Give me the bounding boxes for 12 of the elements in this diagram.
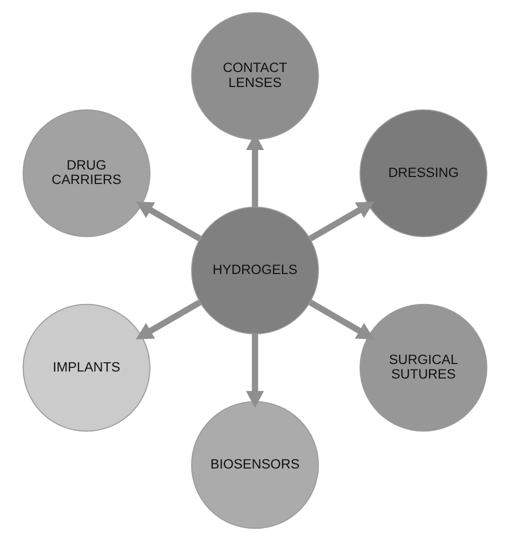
node-circle: DRESSING xyxy=(360,109,488,238)
node-circle: IMPLANTS xyxy=(22,304,150,432)
node-circle: SURGICAL SUTURES xyxy=(360,304,488,432)
arrow xyxy=(246,334,264,408)
arrow xyxy=(136,300,202,340)
node-circle: DRUG CARRIERS xyxy=(22,109,150,238)
arrow xyxy=(308,202,374,242)
node-circle: CONTACT LENSES xyxy=(191,12,319,140)
arrow xyxy=(308,300,374,340)
node-circle: BIOSENSORS xyxy=(191,401,319,529)
node-circle: HYDROGELS xyxy=(191,206,319,334)
arrow xyxy=(136,202,202,242)
